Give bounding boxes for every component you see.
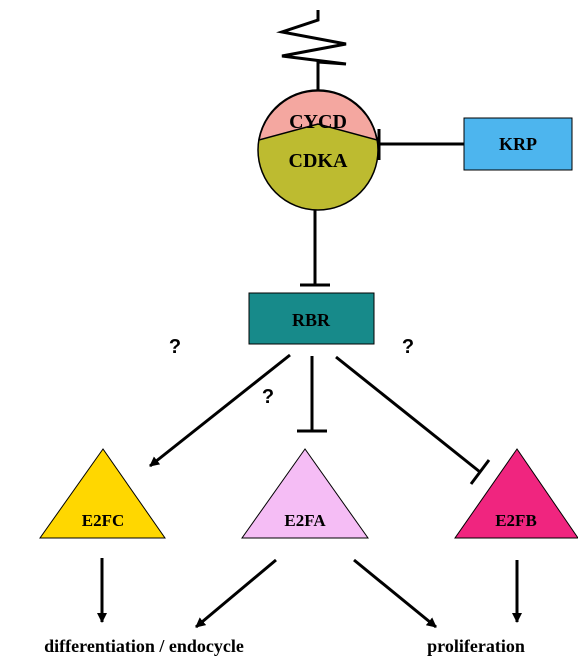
e2fa-differentiation-arrow bbox=[195, 558, 277, 629]
rbr-e2fc-arrow bbox=[149, 353, 291, 468]
krp-label: KRP bbox=[499, 134, 537, 154]
cycd-label: CYCD bbox=[289, 111, 347, 133]
outcome-differentiation: differentiation / endocycle bbox=[44, 636, 244, 656]
rbr-e2fb-inhibition-bar bbox=[469, 459, 491, 485]
e2fc-label: E2FC bbox=[82, 511, 125, 530]
signal-zigzag-icon bbox=[276, 10, 347, 90]
rbr-box bbox=[248, 292, 375, 345]
e2fb-triangle bbox=[454, 448, 578, 539]
e2fa-proliferation-arrow bbox=[353, 558, 437, 629]
rbr-label: RBR bbox=[292, 310, 331, 330]
krp-box bbox=[463, 117, 573, 171]
question-mark-middle: ? bbox=[262, 386, 274, 408]
e2fc-triangle bbox=[39, 448, 166, 539]
question-mark-left: ? bbox=[169, 336, 181, 358]
outcome-proliferation: proliferation bbox=[427, 636, 525, 656]
cycd-cdka-complex: CYCD CDKA bbox=[257, 89, 379, 211]
e2fa-triangle bbox=[241, 448, 369, 539]
cdka-label: CDKA bbox=[289, 150, 348, 172]
cycd-cap bbox=[258, 90, 378, 142]
rbr-e2fb-inhibition-line bbox=[335, 355, 481, 474]
question-mark-right: ? bbox=[402, 336, 414, 358]
e2fa-label: E2FA bbox=[284, 511, 326, 530]
e2fb-label: E2FB bbox=[495, 511, 537, 530]
